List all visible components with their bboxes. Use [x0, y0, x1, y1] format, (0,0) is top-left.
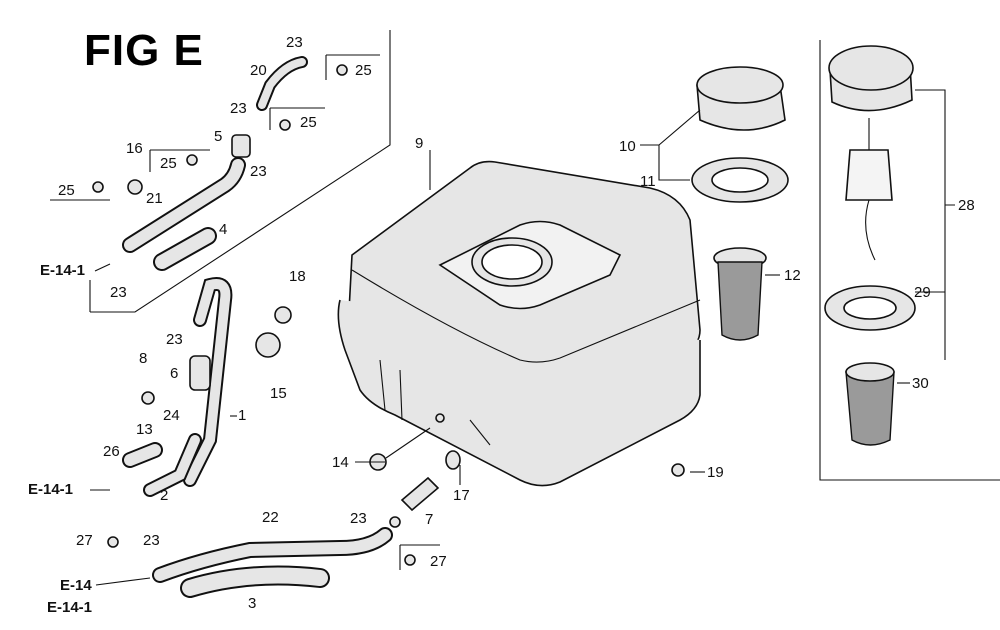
callout-23-g: 23 [350, 510, 367, 527]
callout-23-f: 23 [143, 532, 160, 549]
callout-5: 5 [214, 128, 222, 145]
frame-lines [89, 30, 1000, 481]
callout-1: 1 [238, 407, 246, 424]
callout-13: 13 [136, 421, 153, 438]
reference-links: E-14-1 E-14-1 E-14 E-14-1 [28, 262, 151, 616]
callout-30: 30 [912, 375, 929, 392]
ref-e-14-1-bottom: E-14-1 [47, 599, 92, 616]
fuel-filter-icon [189, 134, 251, 391]
callout-27-b: 27 [430, 553, 447, 570]
leader-lines [230, 89, 955, 485]
ref-e-14: E-14 [60, 577, 92, 594]
callout-23-c: 23 [250, 163, 267, 180]
callout-4: 4 [219, 221, 227, 238]
callout-7: 7 [425, 511, 433, 528]
callout-25-a: 25 [355, 62, 372, 79]
callout-21: 21 [146, 190, 163, 207]
callout-14: 14 [332, 454, 349, 471]
callout-11: 11 [640, 173, 656, 190]
callout-12: 12 [784, 267, 801, 284]
callout-29: 29 [914, 284, 931, 301]
strainer-icon [713, 247, 767, 341]
callout-brackets [50, 54, 440, 570]
callout-9: 9 [415, 135, 423, 152]
fuel-tank-icon [337, 160, 701, 487]
callout-16: 16 [126, 140, 143, 157]
callout-23-b: 23 [230, 100, 247, 117]
callout-25-c: 25 [160, 155, 177, 172]
callout-28: 28 [958, 197, 975, 214]
hose-clip-icon [92, 64, 685, 566]
callout-25-b: 25 [300, 114, 317, 131]
callout-18: 18 [289, 268, 306, 285]
bolt-icon [369, 427, 431, 471]
callout-2: 2 [160, 487, 168, 504]
callout-6: 6 [170, 365, 178, 382]
callout-20: 20 [250, 62, 267, 79]
ref-e-14-1-top: E-14-1 [40, 262, 85, 279]
fuel-cap-icon [691, 66, 789, 203]
fuel-hose-icon [122, 56, 393, 598]
callout-23-a: 23 [286, 34, 303, 51]
callout-23-d: 23 [110, 284, 127, 301]
cap-assembly-icon [824, 45, 916, 446]
callout-22: 22 [262, 509, 279, 526]
callout-8: 8 [139, 350, 147, 367]
callout-15: 15 [270, 385, 287, 402]
callout-26: 26 [103, 443, 120, 460]
callout-19: 19 [707, 464, 724, 481]
callout-3: 3 [248, 595, 256, 612]
callout-17: 17 [453, 487, 470, 504]
callout-27-a: 27 [76, 532, 93, 549]
figure-title: FIG E [84, 26, 204, 75]
part-callouts: 1 2 3 4 5 6 7 8 9 10 11 12 13 14 15 16 1… [58, 34, 975, 612]
ref-e-14-1-mid: E-14-1 [28, 481, 73, 498]
fuel-valve-icon [389, 476, 440, 528]
callout-23-e: 23 [166, 331, 183, 348]
callout-10: 10 [619, 138, 636, 155]
callout-24: 24 [163, 407, 180, 424]
callout-25-d: 25 [58, 182, 75, 199]
